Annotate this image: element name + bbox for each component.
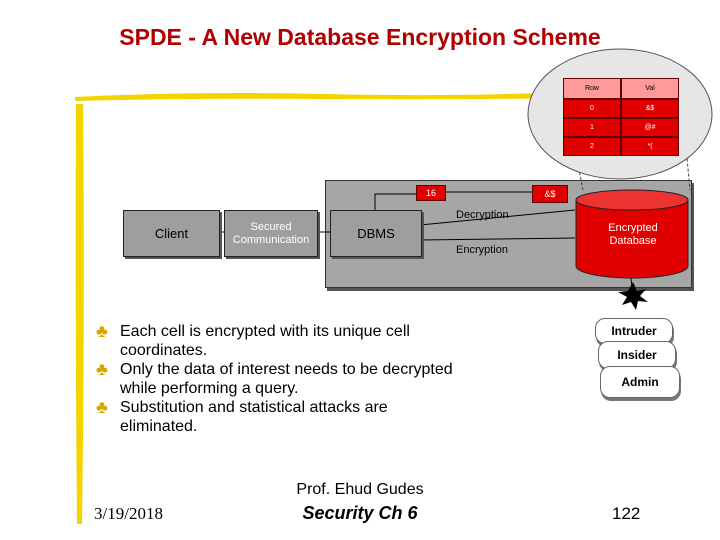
table-cell: 0 [563,99,621,118]
slide-course: Security Ch 6 [302,503,418,523]
table-cell: 2 [563,137,621,156]
encryption-label: Encryption [456,244,508,256]
encrypted-database-icon [575,189,689,279]
slide-title: SPDE - A New Database Encryption Scheme [119,24,601,50]
dbms-box: DBMS [330,210,422,257]
table-cell: 1 [563,118,621,137]
intruder-badge: Intruder [595,318,673,344]
insider-badge: Insider [598,341,676,369]
decryption-label: Decryption [456,209,509,221]
table-cell: &$ [621,99,679,118]
club-bullet-icon: ♣ [96,359,108,379]
bullet-item: ♣Only the data of interest needs to be d… [96,359,453,398]
slide-author: Prof. Ehud Gudes [296,481,424,498]
brush-stroke-horizontal [75,92,565,101]
table-cell: @# [621,118,679,137]
table-cell: *( [621,137,679,156]
bullet-item: ♣Each cell is encrypted with its unique … [96,321,410,360]
club-bullet-icon: ♣ [96,321,108,341]
slide-page-number: 122 [612,504,641,523]
key-cell-label: &$ [532,185,568,203]
table-header-val: Val [621,78,679,99]
key-row-label: 16 [416,185,446,201]
brush-stroke-vertical [75,104,84,524]
slide-date: 3/19/2018 [94,504,163,523]
table-header-row: Row [563,78,621,99]
admin-badge: Admin [600,366,680,398]
encrypted-database-label: Encrypted Database [608,222,658,247]
secured-communication-box: Secured Communication [224,210,318,257]
client-box: Client [123,210,220,257]
club-bullet-icon: ♣ [96,397,108,417]
attack-burst-icon [618,282,648,310]
bullet-item: ♣Substitution and statistical attacks ar… [96,397,388,436]
bullet-list: ♣Each cell is encrypted with its unique … [96,322,466,436]
